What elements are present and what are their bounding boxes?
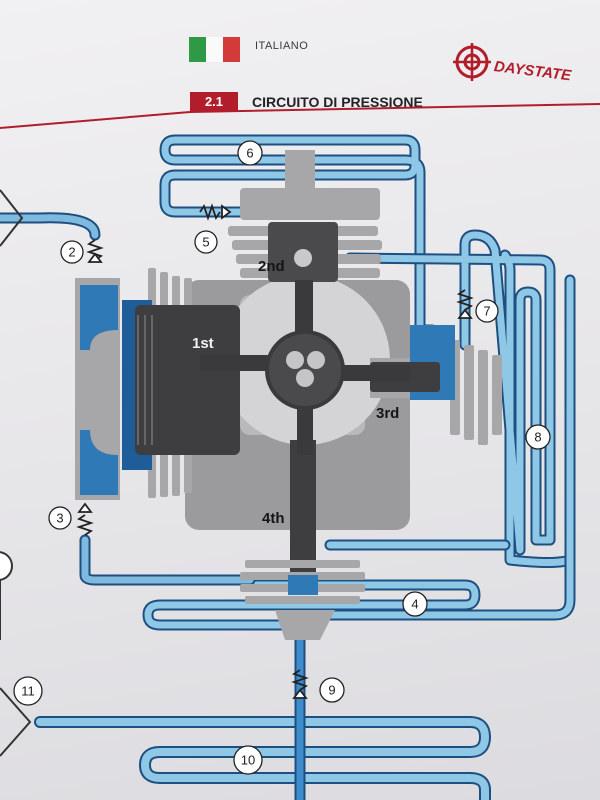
svg-text:9: 9 [328,683,335,698]
coil-10-pipe [34,716,491,800]
stage-4-head [275,610,335,640]
stage-label-1st: 1st [192,335,214,352]
italian-flag-red-stripe [223,37,240,62]
callout-5: 5 [194,230,218,254]
callout-9: 9 [319,677,345,703]
svg-text:5: 5 [202,235,209,250]
valve-spring-7 [456,289,474,311]
pressure-gauge-icon [0,551,13,581]
svg-text:2: 2 [68,245,75,260]
language-label: ITALIANO [255,40,309,52]
valve-ball-7 [457,308,473,319]
callout-2: 2 [60,240,84,264]
crank-pin-1 [286,351,304,369]
valve-ball-2 [87,252,103,263]
daystate-logo-icon [453,43,491,81]
svg-text:6: 6 [246,146,253,161]
light-pipe-group [0,134,576,800]
compressor-block [75,150,502,640]
callout-group: 2 3 4 5 6 7 8 9 10 11 [13,140,551,775]
svg-text:10: 10 [241,753,255,768]
stage-1-port-bottom [80,430,118,495]
valve-ball-3 [77,502,93,513]
callout-3: 3 [48,506,72,530]
valve-spring-9 [291,669,309,691]
italian-flag-white-stripe [206,37,223,62]
svg-text:7: 7 [483,304,490,319]
conrod-right [340,365,410,381]
crank-pin-2 [307,351,325,369]
stage-1-port-top [80,285,118,350]
check-valve-group [76,203,474,699]
coil-8-pipe [294,229,576,621]
callout-8: 8 [525,424,551,450]
section-number-badge: 2.1 [190,92,238,112]
filter-symbol-top [0,189,24,247]
valve-spring-5 [199,203,221,221]
stage-label-2nd: 2nd [258,258,285,275]
callout-7: 7 [475,299,499,323]
stage-2-head [285,150,315,190]
stage-2-pin [294,249,312,267]
stage-1-piston [135,305,240,455]
inlet-pipe-2 [0,212,101,241]
stage-3-fins [450,340,502,445]
svg-text:3: 3 [56,511,63,526]
callout-10: 10 [233,745,263,775]
header-rule [0,103,600,129]
callout-11: 11 [13,676,43,706]
svg-text:4: 4 [411,597,418,612]
conrod-bottom [297,395,313,455]
svg-text:8: 8 [534,430,541,445]
valve-spring-3 [76,514,94,536]
stage-label-3rd: 3rd [376,405,399,422]
coil-4-pipe [142,579,481,631]
coil-6-pipe [159,134,438,356]
stage-1-rings [137,315,153,445]
italian-flag-green-stripe [189,37,206,62]
stage-4-piston [290,440,316,580]
filter-symbol-bottom [0,687,32,757]
svg-text:11: 11 [21,684,35,699]
valve-ball-9 [292,688,308,699]
valve-spring-2 [86,239,104,261]
crank-pin-3 [296,369,314,387]
conrod-left [200,355,270,371]
section-title: CIRCUITO DI PRESSIONE [252,94,423,110]
valve-ball-5 [221,204,232,220]
stage-4-port [288,575,318,595]
stage-label-4th: 4th [262,510,285,527]
callout-4: 4 [402,591,428,617]
callout-6: 6 [237,140,263,166]
stage-3-inlet-pipe [79,534,256,586]
